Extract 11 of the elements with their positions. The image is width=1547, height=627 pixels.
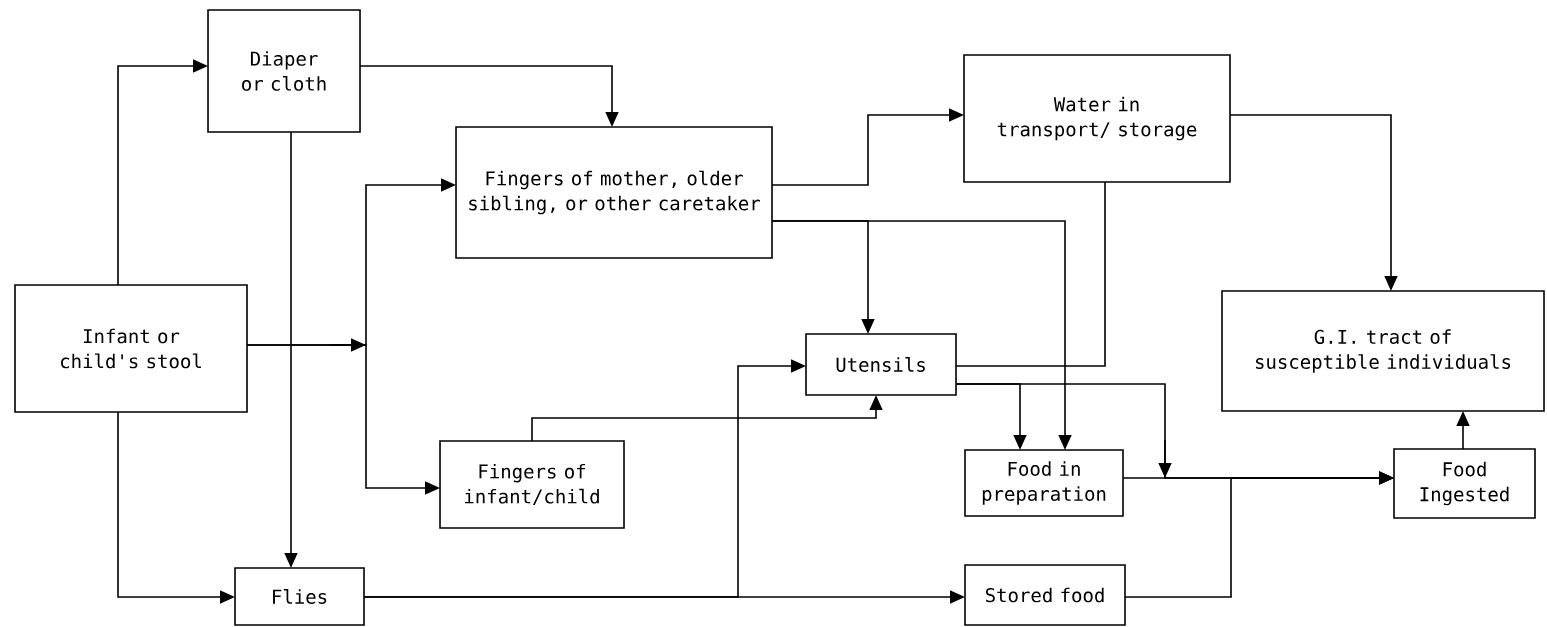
process-box: Utensils (805, 333, 957, 396)
target-box: G.I. tract of susceptible individuals (1221, 290, 1545, 412)
process-box: Diaper or cloth (207, 9, 361, 133)
process-box: Fingers of infant/child (439, 440, 625, 529)
process-box: Flies (234, 567, 365, 626)
process-box: Water in transport/ storage (963, 54, 1231, 183)
process-box: Fingers of mother, older sibling, or other caretaker (455, 126, 773, 259)
process-box: Food in preparation (964, 449, 1124, 517)
process-box: Infant or child's stool (14, 284, 248, 413)
process-box: Stored food (964, 564, 1126, 626)
process-box: Food Ingested (1393, 448, 1536, 519)
